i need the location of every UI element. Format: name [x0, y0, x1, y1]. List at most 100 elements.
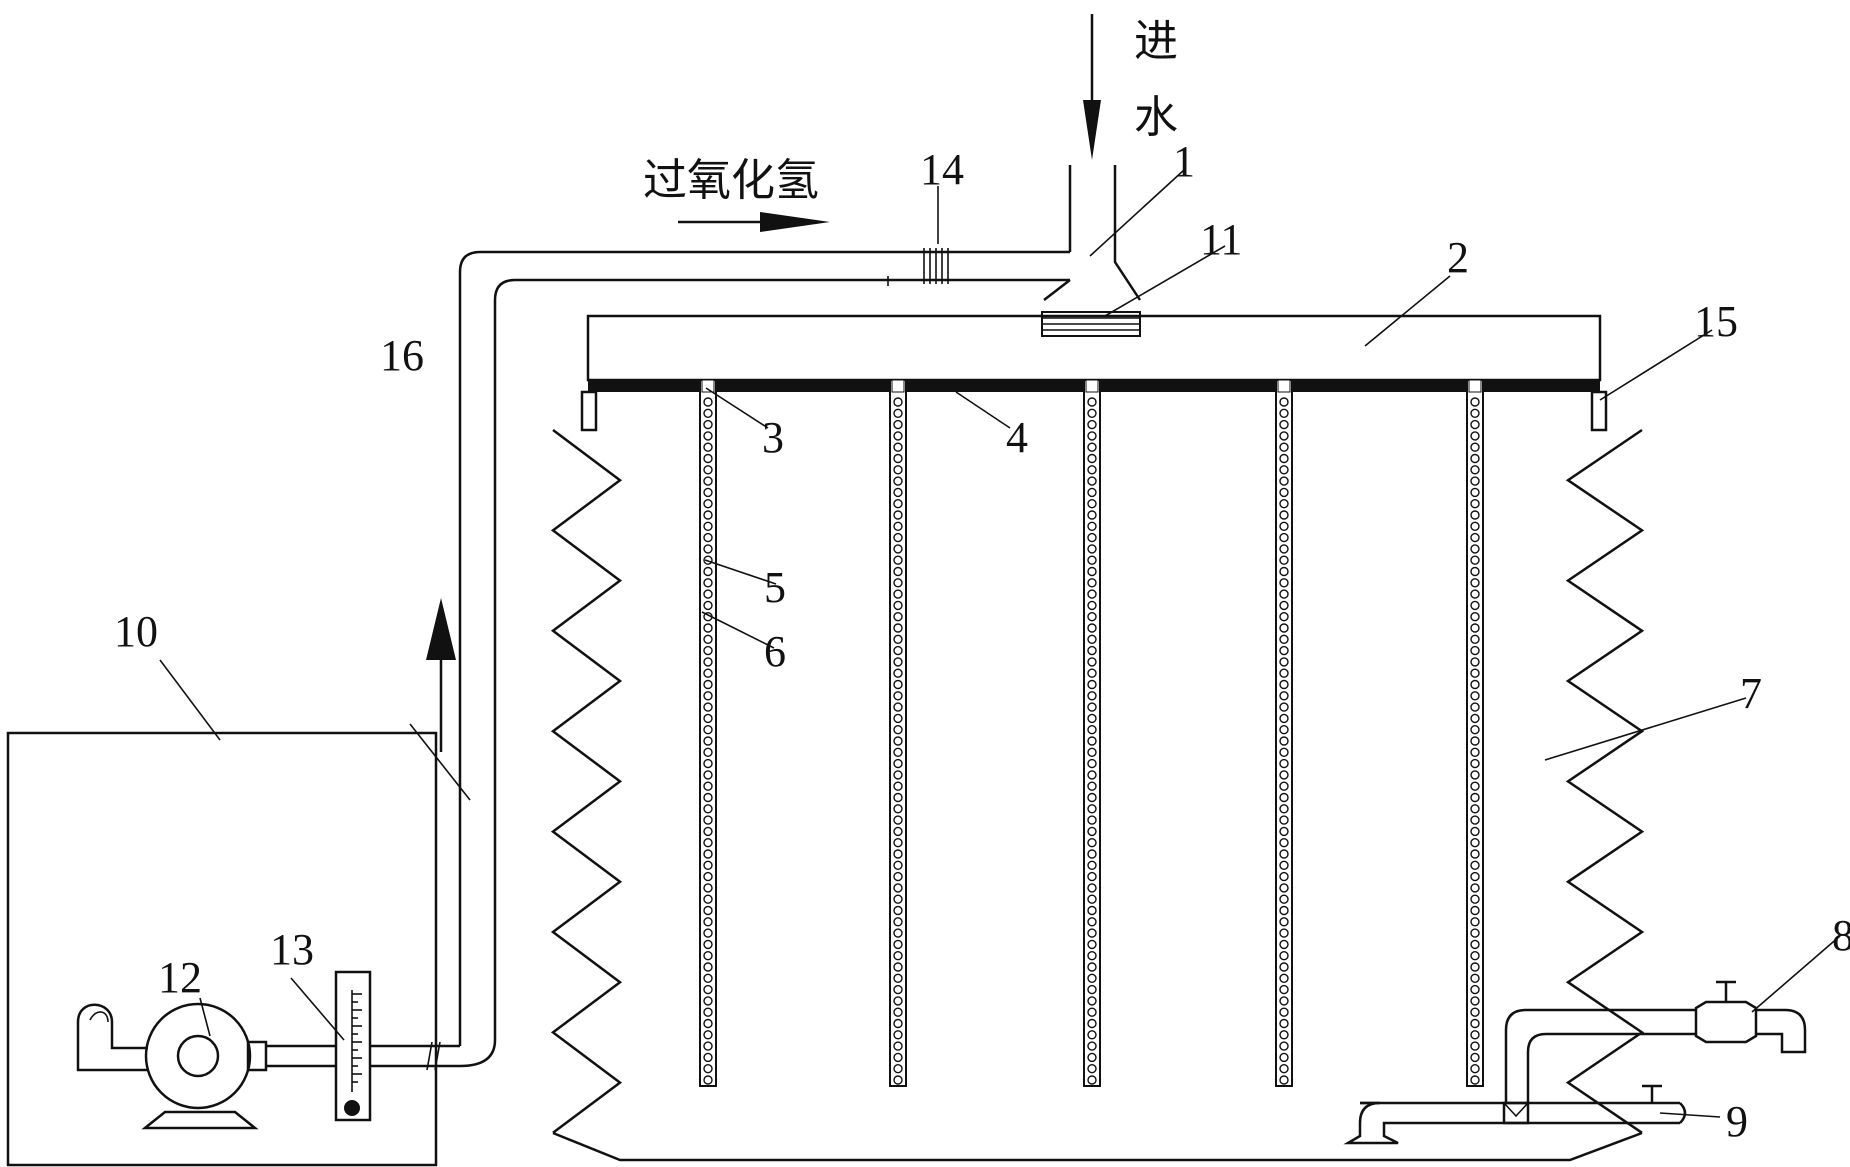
aeration-hole: [893, 589, 903, 599]
aeration-hole: [893, 566, 903, 577]
storage-tank: [6, 731, 438, 1167]
aeration-hole: [893, 962, 903, 972]
aeration-hole: [1279, 408, 1289, 418]
aeration-hole: [703, 645, 713, 656]
perforated-tubes: [699, 379, 1484, 1087]
aeration-hole: [703, 883, 713, 893]
aeration-hole: [893, 668, 903, 678]
aeration-hole: [1470, 826, 1480, 837]
aeration-hole: [703, 973, 713, 983]
aeration-hole: [893, 499, 903, 509]
aeration-hole: [893, 928, 903, 938]
aeration-hole: [893, 826, 903, 837]
aeration-hole: [1087, 713, 1097, 724]
aeration-hole: [893, 521, 903, 531]
aeration-hole: [1470, 397, 1480, 407]
aeration-hole: [893, 792, 903, 803]
aeration-hole: [1087, 521, 1097, 531]
dosing-valve: [923, 248, 949, 284]
aeration-hole: [893, 804, 903, 814]
aeration-hole: [893, 984, 903, 995]
aeration-hole: [1470, 578, 1480, 588]
aeration-hole: [893, 453, 903, 464]
aeration-hole: [893, 815, 903, 825]
aeration-hole: [1279, 984, 1289, 995]
aeration-hole: [893, 702, 903, 712]
aeration-hole: [703, 657, 713, 667]
aeration-hole: [893, 419, 903, 430]
aeration-hole: [1087, 555, 1097, 565]
dosing-pipe-inner: [459, 278, 1070, 1068]
aeration-hole: [893, 555, 903, 565]
aeration-hole: [1470, 928, 1480, 938]
label-15: 15: [1694, 297, 1738, 346]
label-6: 6: [764, 627, 786, 676]
aeration-hole: [1087, 804, 1097, 814]
aeration-hole: [1087, 815, 1097, 825]
inlet-funnel: [1043, 165, 1142, 301]
aeration-hole: [703, 1075, 713, 1085]
aeration-hole: [1279, 442, 1289, 452]
aeration-hole: [893, 860, 903, 870]
aeration-hole: [703, 792, 713, 803]
aeration-hole: [1279, 612, 1289, 622]
outlet-pipe: [1504, 1008, 1807, 1103]
right-bracket: [1590, 390, 1608, 432]
aeration-hole: [1279, 634, 1289, 644]
aeration-hole: [1279, 725, 1289, 735]
aeration-hole: [1279, 928, 1289, 938]
aeration-hole: [703, 939, 713, 950]
aeration-hole: [1087, 984, 1097, 995]
aeration-hole: [1470, 905, 1480, 916]
aeration-hole: [1279, 453, 1289, 464]
aeration-hole: [703, 532, 713, 543]
aeration-hole: [1279, 419, 1289, 430]
aeration-hole: [1470, 544, 1480, 554]
label-12: 12: [158, 953, 202, 1002]
aeration-hole: [893, 657, 903, 667]
aeration-hole: [703, 589, 713, 599]
label-8: 8: [1832, 911, 1850, 960]
aeration-hole: [1470, 838, 1480, 848]
aeration-hole: [703, 600, 713, 611]
aeration-hole: [1279, 510, 1289, 520]
aeration-hole: [1087, 928, 1097, 938]
aeration-hole: [703, 747, 713, 757]
aeration-hole: [703, 566, 713, 577]
aeration-hole: [703, 815, 713, 825]
aeration-hole: [1470, 1007, 1480, 1017]
aeration-hole: [1279, 781, 1289, 791]
aeration-hole: [1470, 612, 1480, 622]
aeration-hole: [1470, 973, 1480, 983]
aeration-hole: [1470, 758, 1480, 769]
label-10: 10: [114, 607, 158, 656]
aeration-hole: [1470, 713, 1480, 724]
aeration-hole: [1470, 668, 1480, 678]
pump-suction-pipe: [76, 1003, 148, 1072]
aeration-hole: [1087, 1063, 1097, 1074]
aeration-hole: [1279, 555, 1289, 565]
aeration-hole: [703, 1018, 713, 1029]
aeration-hole: [703, 781, 713, 791]
aeration-hole: [1279, 1007, 1289, 1017]
aeration-hole: [893, 408, 903, 418]
aeration-hole: [1279, 702, 1289, 712]
aeration-hole: [893, 487, 903, 498]
aeration-hole: [893, 883, 903, 893]
reactor-bottom: [552, 1131, 1643, 1162]
aeration-hole: [703, 951, 713, 961]
aeration-hole: [1087, 657, 1097, 667]
label-9: 9: [1726, 1097, 1748, 1146]
aeration-hole: [1279, 838, 1289, 848]
aeration-hole: [1470, 634, 1480, 644]
aeration-hole: [703, 408, 713, 418]
aeration-hole: [893, 849, 903, 859]
aeration-hole: [703, 962, 713, 972]
aeration-hole: [703, 770, 713, 780]
aeration-hole: [703, 917, 713, 927]
aeration-hole: [1470, 702, 1480, 712]
aeration-hole: [893, 532, 903, 543]
aeration-hole: [1087, 1041, 1097, 1051]
aeration-hole: [1087, 905, 1097, 916]
aeration-hole: [703, 623, 713, 633]
